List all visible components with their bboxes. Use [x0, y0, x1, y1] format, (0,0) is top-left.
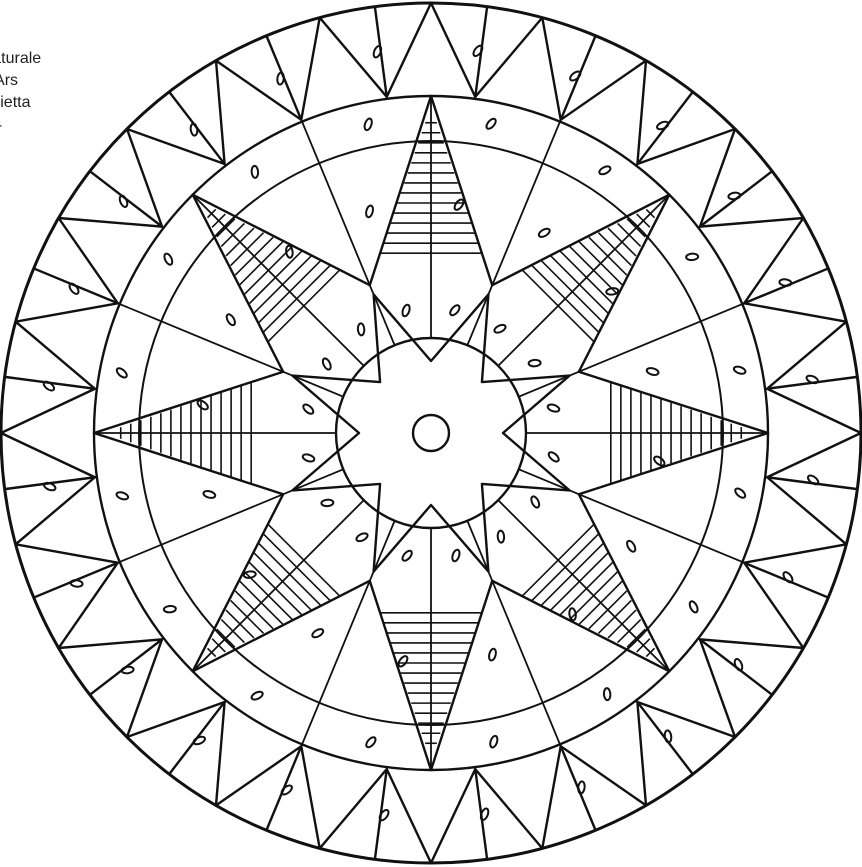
loop-stitch — [472, 44, 484, 57]
loop-stitch — [250, 690, 264, 701]
caption-line-2: nilia Ars — [0, 70, 41, 92]
loop-stitch — [70, 580, 83, 588]
loop-stitch — [485, 117, 498, 130]
star-ray — [302, 122, 395, 346]
loop-stitch — [243, 571, 256, 579]
loop-stitch — [733, 658, 744, 672]
loop-stitch — [606, 287, 619, 295]
loop-stitch — [42, 380, 55, 392]
loop-stitch — [365, 205, 374, 218]
loop-stitch — [401, 549, 414, 562]
center-circle — [336, 338, 526, 528]
loop-stitch — [547, 403, 560, 413]
loop-stitch — [530, 495, 541, 509]
loop-stitch — [806, 474, 819, 486]
loop-stitch — [321, 357, 332, 371]
core-circle — [413, 415, 449, 451]
loop-stitch — [203, 490, 216, 499]
loop-stitch — [285, 245, 293, 258]
loop-stitch — [163, 252, 174, 266]
star-ray — [467, 521, 560, 745]
loop-stitch — [686, 253, 698, 260]
loop-stitch — [302, 453, 315, 463]
loop-stitch — [782, 571, 794, 584]
loop-stitch — [365, 736, 378, 749]
loop-stitch — [489, 735, 499, 748]
loop-stitch — [118, 195, 129, 209]
star-ray — [120, 304, 344, 397]
pattern-caption: za naturale nilia Ars ovaglietta na 64 — [0, 48, 41, 136]
loop-stitch — [653, 455, 666, 467]
loop-stitch — [497, 530, 504, 542]
loop-stitch — [528, 359, 540, 366]
loop-stitch — [115, 367, 128, 380]
loop-stitch — [779, 279, 792, 287]
loop-stitch — [277, 72, 285, 85]
loop-stitch — [311, 627, 325, 639]
loop-stitch — [225, 313, 237, 327]
loop-stitch — [302, 403, 315, 416]
loop-stitch — [164, 606, 176, 613]
loop-stitch — [734, 487, 747, 500]
loop-stitch — [688, 600, 699, 614]
loop-stitch — [646, 367, 659, 376]
star-ray — [519, 304, 743, 397]
loop-stitch — [547, 450, 560, 463]
loop-stitch — [68, 282, 80, 295]
caption-line-3: ovaglietta — [0, 92, 41, 114]
loop-stitch — [656, 120, 670, 131]
loop-stitch — [397, 655, 409, 668]
loop-stitch — [733, 365, 746, 375]
loop-stitch — [378, 808, 390, 821]
loop-stitch — [448, 304, 461, 317]
loop-stitch — [451, 549, 461, 562]
loop-stitch — [598, 165, 612, 176]
loop-stitch — [116, 491, 129, 501]
loop-stitch — [604, 688, 611, 700]
star-ray — [519, 469, 743, 562]
loop-stitch — [625, 539, 637, 553]
loop-stitch — [251, 166, 258, 178]
loop-stitch — [537, 227, 551, 239]
loop-stitch — [493, 323, 507, 334]
star-ray — [120, 469, 344, 562]
star-ray — [302, 521, 395, 745]
loop-stitch — [193, 735, 207, 746]
loop-stitch — [355, 532, 369, 543]
loop-stitch — [401, 304, 411, 317]
loop-stitch — [578, 781, 586, 794]
loop-stitch — [357, 323, 364, 335]
loop-stitch — [569, 608, 577, 621]
loop-stitch — [321, 499, 333, 506]
caption-line-1: za naturale — [0, 48, 41, 70]
star-ray — [467, 122, 560, 346]
loop-stitch — [196, 399, 209, 411]
loop-stitch — [569, 70, 582, 82]
loop-stitch — [488, 648, 497, 661]
loop-stitch — [363, 118, 373, 131]
eight-point-star — [94, 96, 768, 770]
caption-line-4: na 64 — [0, 114, 41, 136]
loop-stitch — [453, 198, 465, 211]
loop-stitch — [280, 784, 293, 796]
